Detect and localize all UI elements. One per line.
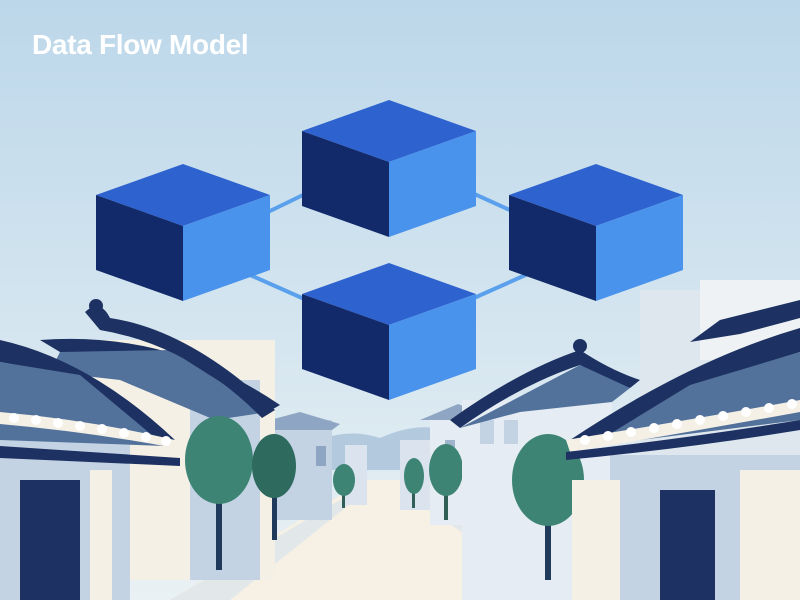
house-foreground-right	[566, 300, 800, 600]
house-foreground-left	[0, 340, 180, 600]
tiled-roof-icon	[0, 340, 180, 466]
page-title: Data Flow Model	[32, 29, 249, 60]
tree-icon	[404, 458, 424, 508]
tree-icon	[333, 464, 355, 508]
tree-icon	[185, 416, 253, 570]
tree-icon	[252, 434, 296, 540]
tiled-roof-icon	[566, 328, 800, 460]
tree-icon	[429, 444, 463, 520]
